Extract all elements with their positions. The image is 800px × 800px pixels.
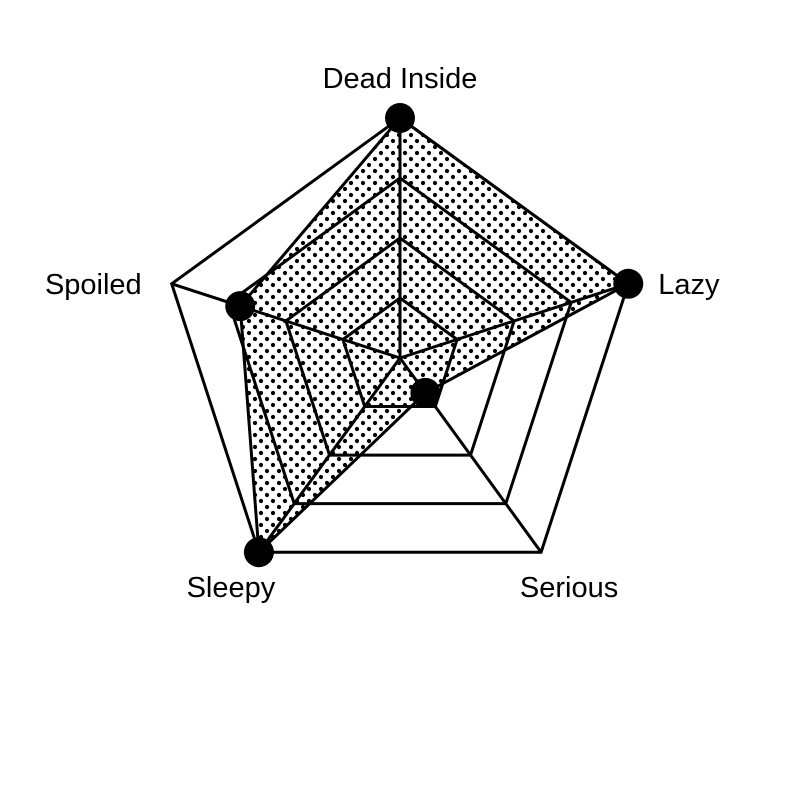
axis-label-lazy: Lazy xyxy=(658,269,720,301)
data-points-layer xyxy=(225,103,644,568)
spoke-lazy xyxy=(399,282,629,360)
data-outline-layer xyxy=(238,115,632,556)
grid-ring-2 xyxy=(284,236,516,457)
grid-ring-1 xyxy=(341,296,459,408)
axis-label-dead-inside: Dead Inside xyxy=(323,63,478,95)
data-area-layer xyxy=(240,118,629,553)
data-point-sleepy xyxy=(243,537,274,568)
axis-label-sleepy: Sleepy xyxy=(187,572,276,604)
spoke-sleepy xyxy=(257,357,402,554)
data-point-dead-inside xyxy=(385,103,415,133)
data-point-spoiled xyxy=(225,291,256,322)
spoke-spoiled xyxy=(171,282,401,360)
axis-label-spoiled: Spoiled xyxy=(45,269,142,301)
data-outline xyxy=(238,115,632,556)
axis-label-serious: Serious xyxy=(520,572,618,604)
grid-ring-3 xyxy=(227,176,573,506)
data-area-fill xyxy=(240,118,629,553)
data-point-lazy xyxy=(613,268,644,299)
data-point-serious xyxy=(410,377,441,408)
